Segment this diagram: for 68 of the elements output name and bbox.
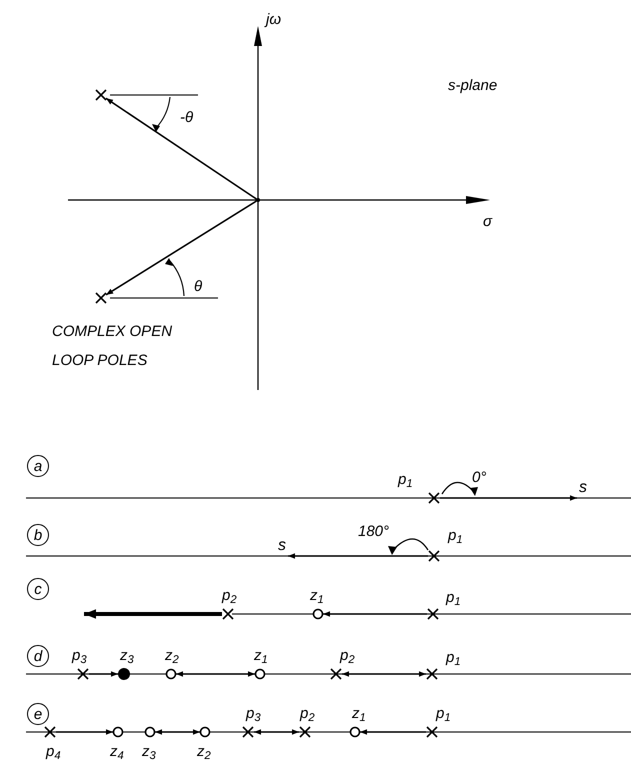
axis-label: -θ — [180, 108, 194, 128]
circled-letter: c — [27, 578, 49, 600]
pole-cross — [221, 607, 235, 621]
point-label: p$_{2}$ — [222, 588, 237, 603]
pole-cross — [43, 725, 57, 739]
pole-cross — [298, 725, 312, 739]
point-label: z$_{3}$ — [120, 648, 134, 663]
pole-cross — [76, 667, 90, 681]
locus-arrow — [106, 98, 257, 200]
axis-label: 180° — [358, 522, 390, 542]
locus-arrow — [342, 671, 426, 677]
axis-label: COMPLEX OPEN LOOP POLES — [52, 322, 174, 370]
point-label: p$_{1}$ — [436, 706, 451, 721]
point-label: p$_{2}$ — [300, 706, 315, 721]
pole-cross — [425, 725, 439, 739]
axis-label: θ — [194, 277, 202, 297]
pole-cross — [427, 491, 441, 505]
zero-circle — [143, 725, 157, 739]
point-label: z$_{4}$ — [110, 744, 124, 759]
point-label: p$_{3}$ — [72, 648, 87, 663]
zero-circle — [111, 725, 125, 739]
locus-arrow — [176, 671, 255, 677]
pole-cross — [94, 88, 108, 102]
point-label: p$_{1}$ — [446, 650, 461, 665]
locus-arrow — [56, 729, 113, 735]
zero-circle — [348, 725, 362, 739]
point-label: p$_{1}$ — [398, 472, 413, 487]
pole-cross — [94, 291, 108, 305]
point-label: z$_{1}$ — [310, 588, 324, 603]
zero-circle — [311, 607, 325, 621]
point-label: p$_{2}$ — [340, 648, 355, 663]
locus-arrow — [323, 611, 427, 617]
point-label: z$_{3}$ — [142, 744, 156, 759]
zero-circle — [164, 667, 178, 681]
point-label: p$_{4}$ — [46, 744, 61, 759]
locus-arrow — [106, 200, 257, 296]
pole-cross — [427, 549, 441, 563]
locus-arrow — [360, 729, 426, 735]
point-label: p$_{1}$ — [446, 590, 461, 605]
circled-letter: d — [27, 645, 49, 667]
locus-arrow — [440, 495, 577, 501]
locus-arrow — [84, 609, 222, 619]
point-label: p$_{1}$ — [448, 528, 463, 543]
zero-circle — [198, 725, 212, 739]
test-point-label: s — [276, 536, 288, 556]
pole-cross — [329, 667, 343, 681]
locus-arrow — [288, 553, 428, 559]
circled-letter: b — [27, 524, 49, 546]
pole-cross — [425, 667, 439, 681]
test-point-label: s — [577, 478, 589, 498]
circled-letter: a — [27, 455, 49, 477]
zero-dot — [117, 667, 131, 681]
axis-label: jω — [266, 10, 282, 30]
point-label: z$_{2}$ — [197, 744, 211, 759]
circled-letter: e — [27, 703, 49, 725]
point-label: z$_{2}$ — [165, 648, 179, 663]
point-label: z$_{1}$ — [254, 648, 268, 663]
axis-label: 0° — [472, 468, 486, 488]
locus-arrow — [155, 729, 200, 735]
point-label: p$_{3}$ — [246, 706, 261, 721]
pole-cross — [241, 725, 255, 739]
zero-circle — [253, 667, 267, 681]
point-label: z$_{1}$ — [352, 706, 366, 721]
locus-arrow — [254, 729, 299, 735]
pole-cross — [426, 607, 440, 621]
locus-arrow — [89, 671, 118, 677]
axis-label: σ — [483, 212, 492, 232]
axis-label: s-plane — [448, 76, 498, 96]
